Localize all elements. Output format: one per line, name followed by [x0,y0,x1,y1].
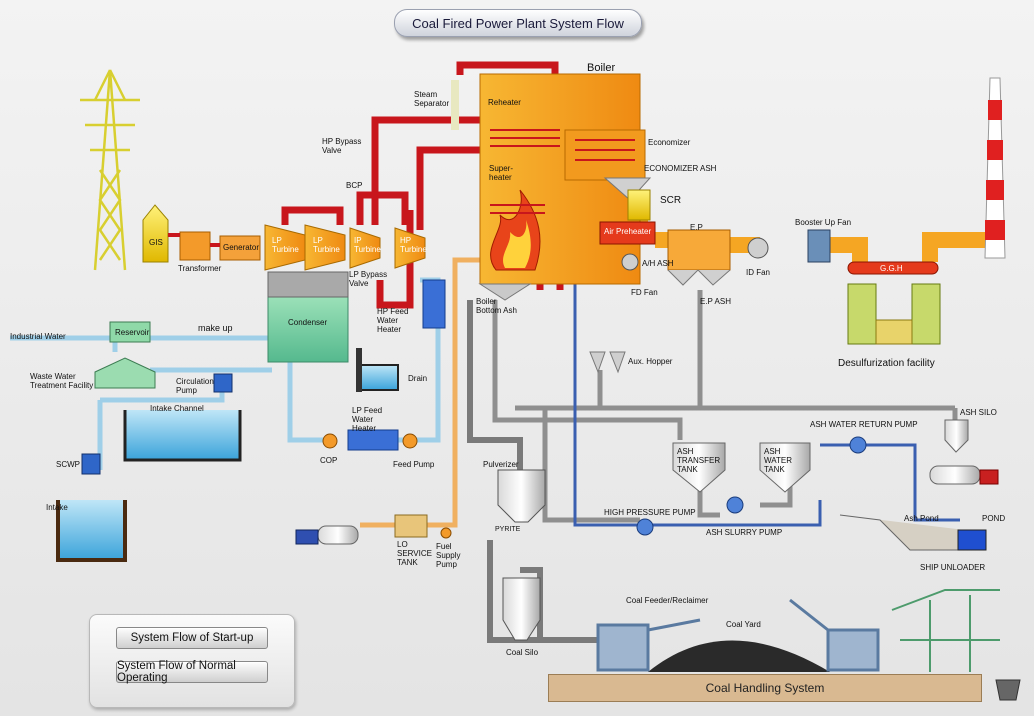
ship-unloader-structure [891,589,1000,672]
pulverizer-body [497,469,546,523]
ash-truck [929,465,981,485]
coal-pile [648,640,830,672]
flow-mode-panel: System Flow of Start-up System Flow of N… [89,614,295,708]
drain-wall [356,348,362,392]
gis-body [142,204,169,263]
coal-handling-system: Coal Handling System [548,674,982,702]
scwp-body [81,453,101,475]
feed-pump [402,433,418,449]
fd-fan [621,253,639,271]
pond-basin [957,529,987,551]
generator-link [168,233,220,247]
high-pressure-pump [636,518,654,536]
desulfurization-unit [847,261,941,345]
ash-silo-body [944,419,969,453]
booster-up-fan [807,229,831,263]
fuel-pipe [360,257,490,528]
chimney [984,77,1006,259]
turbine-train [264,224,426,271]
cop-pump [322,433,338,449]
ep-hoppers [667,269,731,286]
hp-feed-water-heater-body [422,279,446,329]
drain-basin [357,364,399,391]
aux-hoppers [589,351,626,374]
circulation-pump-body [213,373,233,393]
waste-water-building [94,357,156,389]
diagram-title: Coal Fired Power Plant System Flow [394,9,642,37]
economizer-ash-hopper [603,177,652,201]
scr-unit [627,189,651,221]
id-fan [747,237,769,259]
condenser-top [267,271,349,298]
lo-service-tank [394,514,428,538]
fuel-truck-tank [317,525,359,545]
lp-feed-water-heater-body [347,429,399,451]
intake-basin [56,500,127,562]
reservoir-body [109,321,151,343]
ash-water-tank [759,442,811,493]
water-pipes [573,205,960,527]
intake-channel-basin [123,410,242,462]
ash-transfer-tank [672,442,726,493]
coal-reclaimers [596,598,880,672]
ep-unit [667,229,731,271]
transmission-tower [80,69,140,271]
ash-water-return-pump [849,436,867,454]
ash-slurry-pump [726,496,744,514]
ash-truck-cab [979,469,999,485]
fuel-supply-pump [440,527,452,539]
fuel-truck-cab [295,529,319,545]
air-preheater-unit [599,221,656,245]
normal-operating-flow-button[interactable]: System Flow of Normal Operating [116,660,268,684]
startup-flow-button[interactable]: System Flow of Start-up [116,627,268,649]
transformer-body [179,231,211,261]
coal-silo-body [502,577,541,641]
generator-body [219,235,261,261]
coal-handling-label: Coal Handling System [705,681,825,695]
ship-hull [995,679,1021,701]
